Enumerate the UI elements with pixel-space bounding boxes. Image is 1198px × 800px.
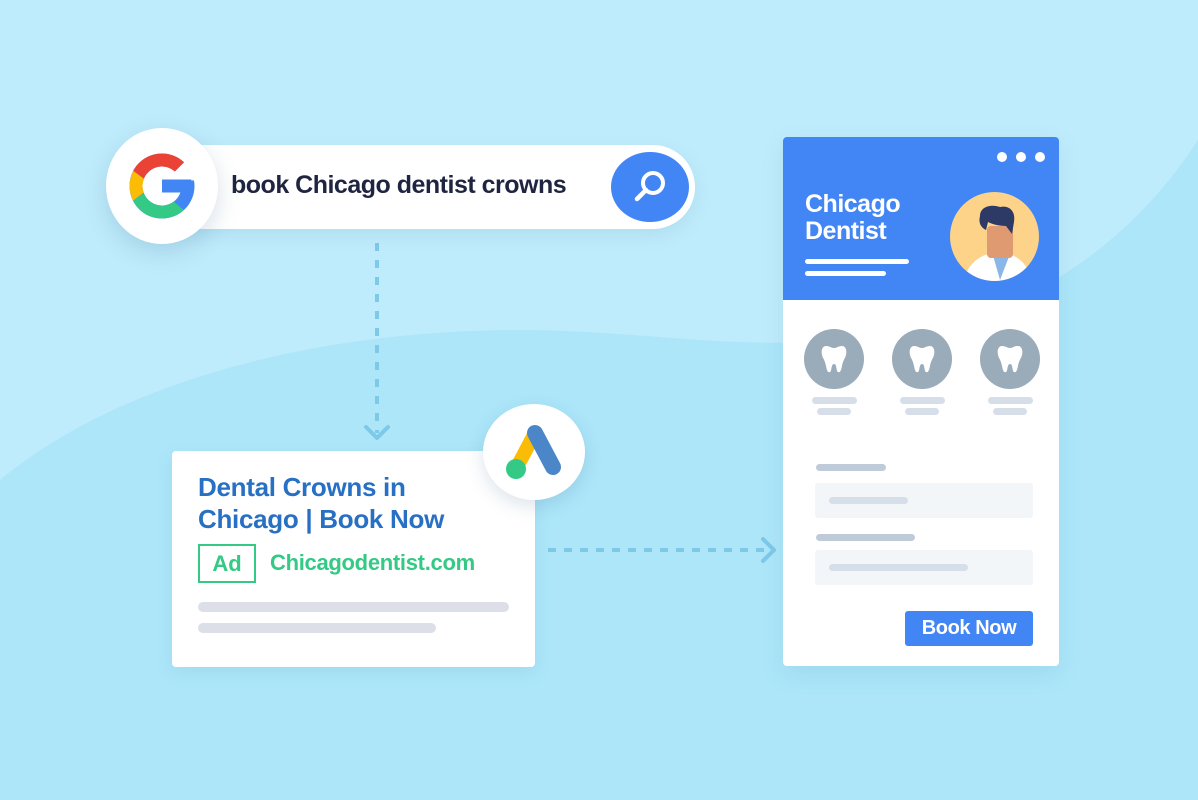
form-input-field[interactable] [815, 550, 1033, 585]
ad-description-line [198, 602, 509, 612]
search-query[interactable]: book Chicago dentist crowns [231, 171, 567, 199]
search-ad-card[interactable]: Dental Crowns in Chicago | Book Now Ad C… [172, 451, 535, 667]
ad-headline[interactable]: Dental Crowns in Chicago | Book Now [198, 472, 444, 534]
ad-badge: Ad [198, 544, 256, 583]
service-label-line [987, 397, 1033, 404]
service-label-line [993, 408, 1027, 415]
arrow-right-icon [761, 537, 776, 563]
landing-page-card: Chicago Dentist [783, 137, 1059, 666]
header-text-line [805, 259, 909, 264]
tooth-icon [821, 346, 847, 373]
form-input-field[interactable] [815, 483, 1033, 518]
search-icon [634, 171, 665, 202]
input-placeholder-line [829, 497, 908, 504]
landing-page-header: Chicago Dentist [783, 137, 1059, 300]
service-icon-circle[interactable] [892, 329, 952, 389]
search-bar[interactable] [162, 145, 695, 229]
tooth-icon [997, 346, 1023, 373]
form-field-label [816, 464, 886, 471]
ad-description-line [198, 623, 436, 633]
google-g-icon [129, 153, 195, 219]
service-item[interactable] [980, 329, 1040, 415]
form-field-label [816, 534, 915, 541]
service-icon-circle[interactable] [980, 329, 1040, 389]
service-item[interactable] [804, 329, 864, 415]
input-placeholder-line [829, 564, 968, 571]
landing-page-title: Chicago Dentist [805, 190, 901, 245]
ad-display-url[interactable]: Chicagodentist.com [270, 550, 475, 575]
service-item[interactable] [892, 329, 952, 415]
service-label-line [899, 397, 945, 404]
search-button[interactable] [611, 152, 689, 222]
arrow-down-icon [364, 425, 390, 440]
google-ads-logo [483, 404, 585, 500]
service-label-line [817, 408, 851, 415]
connector-search-to-ad [375, 243, 379, 433]
header-text-line [805, 271, 886, 276]
service-icon-circle[interactable] [804, 329, 864, 389]
book-now-button[interactable]: Book Now [905, 611, 1033, 646]
service-label-line [905, 408, 939, 415]
more-dots-icon[interactable] [997, 152, 1045, 162]
google-logo [106, 128, 218, 244]
service-label-line [811, 397, 857, 404]
dentist-avatar-icon [964, 205, 1032, 281]
tooth-icon [909, 346, 935, 373]
google-ads-icon [506, 425, 561, 479]
connector-ad-to-landing [548, 548, 770, 552]
dentist-avatar [950, 192, 1039, 281]
